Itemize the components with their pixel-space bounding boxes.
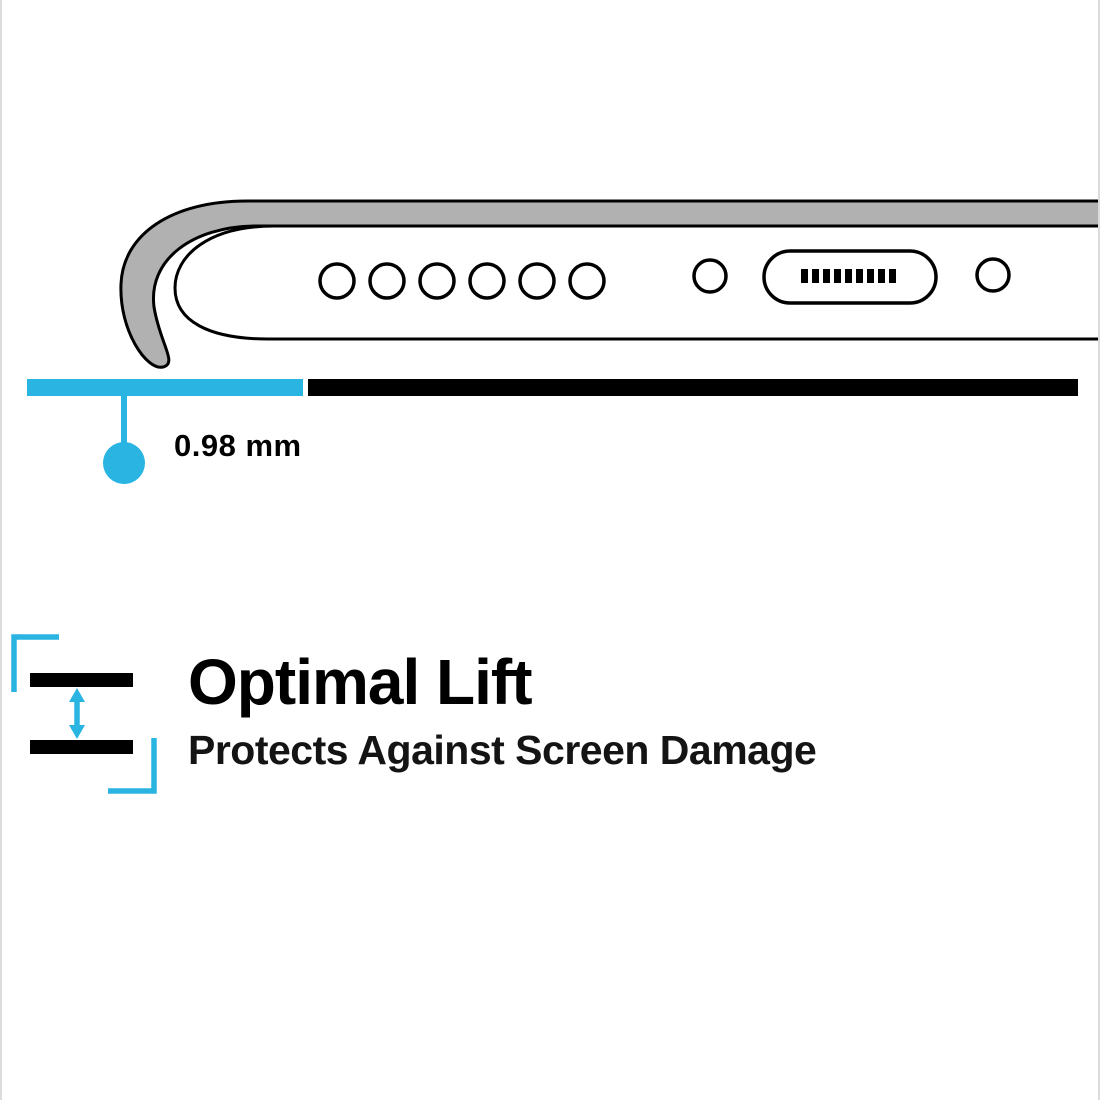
port-pin <box>856 269 863 283</box>
aux-hole <box>975 257 1011 293</box>
measurement-dot <box>103 442 145 484</box>
measurement-label: 0.98 mm <box>174 428 302 463</box>
speaker-hole <box>418 262 456 300</box>
bracket-bottom-right-icon <box>108 738 157 794</box>
port-pin <box>878 269 885 283</box>
speaker-hole <box>568 262 606 300</box>
speaker-hole <box>468 262 506 300</box>
port-pin <box>867 269 874 283</box>
screen-bar-top <box>30 673 133 687</box>
measurement-line <box>121 396 127 445</box>
phone-body <box>173 224 1098 341</box>
lift-arrow-icon <box>69 688 85 739</box>
port-pin <box>823 269 830 283</box>
port-pin <box>845 269 852 283</box>
phone-case-diagram <box>27 199 1098 484</box>
speaker-holes <box>318 262 606 300</box>
surface-bar-dark <box>308 379 1078 396</box>
screen-bar-bottom <box>30 740 133 754</box>
charging-port-pins <box>801 269 896 283</box>
speaker-hole <box>318 262 356 300</box>
feature-title: Optimal Lift <box>188 646 533 718</box>
port-pin <box>889 269 896 283</box>
feature-subtitle: Protects Against Screen Damage <box>188 727 817 773</box>
port-pin <box>801 269 808 283</box>
port-pin <box>834 269 841 283</box>
bracket-top-left-icon <box>11 634 59 692</box>
mic-hole <box>692 258 728 294</box>
surface-bar-accent <box>27 379 303 396</box>
speaker-hole <box>368 262 406 300</box>
port-pin <box>812 269 819 283</box>
case-lip-shape <box>119 199 1098 369</box>
lift-gap-icon <box>11 634 157 794</box>
speaker-hole <box>518 262 556 300</box>
